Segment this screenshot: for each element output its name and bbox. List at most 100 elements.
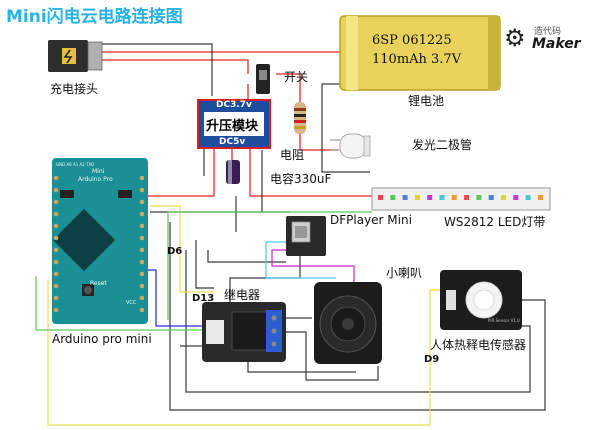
led-pixel bbox=[488, 195, 494, 200]
blue-wire bbox=[142, 269, 206, 327]
led-pixel bbox=[451, 195, 457, 200]
capacitor-label: 电容330uF bbox=[270, 172, 332, 186]
header-pin bbox=[139, 307, 145, 313]
yellow-wire bbox=[150, 205, 214, 293]
led-pixel bbox=[414, 195, 420, 200]
ground-wire bbox=[321, 83, 370, 173]
led-pixel bbox=[464, 195, 470, 200]
header-pin bbox=[139, 199, 145, 205]
pir-board-text: PIR Sensor V1.0 bbox=[488, 318, 520, 323]
header-pin bbox=[139, 259, 145, 265]
wires bbox=[35, 43, 546, 426]
ground-wire bbox=[207, 250, 286, 263]
relay-label: 继电器 bbox=[224, 288, 261, 302]
relay-module bbox=[202, 302, 286, 362]
ground-wire bbox=[286, 331, 379, 381]
led-pixel bbox=[501, 195, 506, 200]
speaker-label: 小喇叭 bbox=[386, 266, 423, 280]
led-pixel bbox=[513, 195, 519, 200]
green-wire bbox=[35, 276, 202, 331]
header-pin bbox=[139, 283, 145, 289]
boost-module bbox=[197, 99, 271, 149]
switch-label: 开关 bbox=[284, 70, 309, 84]
led-pixel bbox=[402, 195, 408, 200]
led-pixel bbox=[378, 195, 383, 200]
battery-spec-line1: 6SP 061225 bbox=[372, 33, 452, 48]
logo: ⚙ 造代码 Maker bbox=[504, 20, 584, 60]
header-pin bbox=[53, 247, 59, 253]
white-led bbox=[330, 133, 371, 159]
arduino-pin-labels: GND A0 A1 A2 TXO bbox=[56, 162, 95, 167]
red-wire bbox=[148, 148, 215, 197]
header-pin bbox=[139, 175, 145, 181]
page-title: Mini闪电云电路连接图 bbox=[6, 7, 183, 27]
yellow-wire bbox=[47, 280, 440, 426]
header-pin bbox=[53, 259, 59, 265]
pir-label: 人体热释电传感器 bbox=[430, 338, 527, 352]
ground-wire bbox=[150, 150, 263, 213]
led-pixel bbox=[427, 195, 433, 200]
header-pin bbox=[53, 271, 59, 277]
resistor-label: 电阻 bbox=[280, 148, 305, 162]
logo-bottom-text: Maker bbox=[532, 36, 581, 52]
red-wire bbox=[249, 148, 372, 197]
pin-d6-label: D6 bbox=[167, 246, 183, 257]
header-pin bbox=[139, 223, 145, 229]
logo-top-text: 造代码 bbox=[534, 27, 562, 37]
pin-d13-label: D13 bbox=[192, 293, 215, 304]
ground-wire bbox=[195, 240, 214, 289]
boost-module-label: 升压模块 bbox=[206, 119, 259, 134]
capacitor bbox=[226, 160, 240, 184]
header-pin bbox=[139, 235, 145, 241]
resistor bbox=[294, 102, 306, 134]
dfplayer bbox=[286, 216, 326, 256]
arduino-pro-text: Arduino Pro bbox=[78, 176, 113, 183]
battery bbox=[339, 15, 501, 91]
header-pin bbox=[53, 235, 59, 241]
boost-output-label: DC5v bbox=[219, 137, 246, 147]
led-pixel bbox=[439, 195, 445, 200]
led-strip-label: WS2812 LED灯带 bbox=[444, 215, 546, 229]
green-wire bbox=[167, 211, 372, 320]
header-pin bbox=[139, 187, 145, 193]
arduino-vcc-text: VCC bbox=[126, 300, 137, 306]
ground-wire bbox=[185, 250, 531, 393]
header-pin bbox=[53, 211, 59, 217]
battery-label: 锂电池 bbox=[408, 94, 445, 108]
header-pin bbox=[53, 283, 59, 289]
battery-spec-line2: 110mAh 3.7V bbox=[372, 52, 462, 67]
red-wire bbox=[276, 73, 301, 102]
header-pin bbox=[139, 271, 145, 277]
red-wire bbox=[100, 59, 249, 74]
header-pin bbox=[53, 295, 59, 301]
pir-sensor bbox=[440, 270, 522, 330]
charge-port-label: 充电接头 bbox=[50, 82, 99, 96]
header-pin bbox=[139, 295, 145, 301]
led-pixel bbox=[476, 195, 482, 200]
ground-wire bbox=[247, 362, 356, 373]
arduino-mini-text: Mini bbox=[92, 168, 105, 175]
boost-input-label: DC3.7v bbox=[216, 100, 252, 110]
header-pin bbox=[53, 307, 59, 313]
arduino-label: Arduino pro mini bbox=[52, 332, 152, 346]
header-pin bbox=[53, 187, 59, 193]
pin-d9-label: D9 bbox=[424, 354, 440, 365]
header-pin bbox=[53, 223, 59, 229]
arduino-reset-text: Reset bbox=[90, 280, 107, 287]
switch bbox=[256, 64, 270, 94]
cyan-wire bbox=[265, 241, 336, 279]
magenta-wire bbox=[271, 249, 355, 284]
gear-icon: ⚙ bbox=[504, 24, 526, 52]
red-wire bbox=[299, 134, 338, 151]
led-label: 发光二极管 bbox=[412, 138, 473, 152]
header-pin bbox=[53, 175, 59, 181]
speaker bbox=[314, 282, 382, 364]
dfplayer-label: DFPlayer Mini bbox=[330, 213, 412, 227]
led-strip bbox=[371, 187, 551, 211]
arduino-board bbox=[52, 158, 148, 324]
ground-wire bbox=[100, 43, 213, 96]
ground-wire bbox=[169, 222, 546, 411]
led-pixel bbox=[525, 195, 531, 200]
header-pin bbox=[139, 247, 145, 253]
